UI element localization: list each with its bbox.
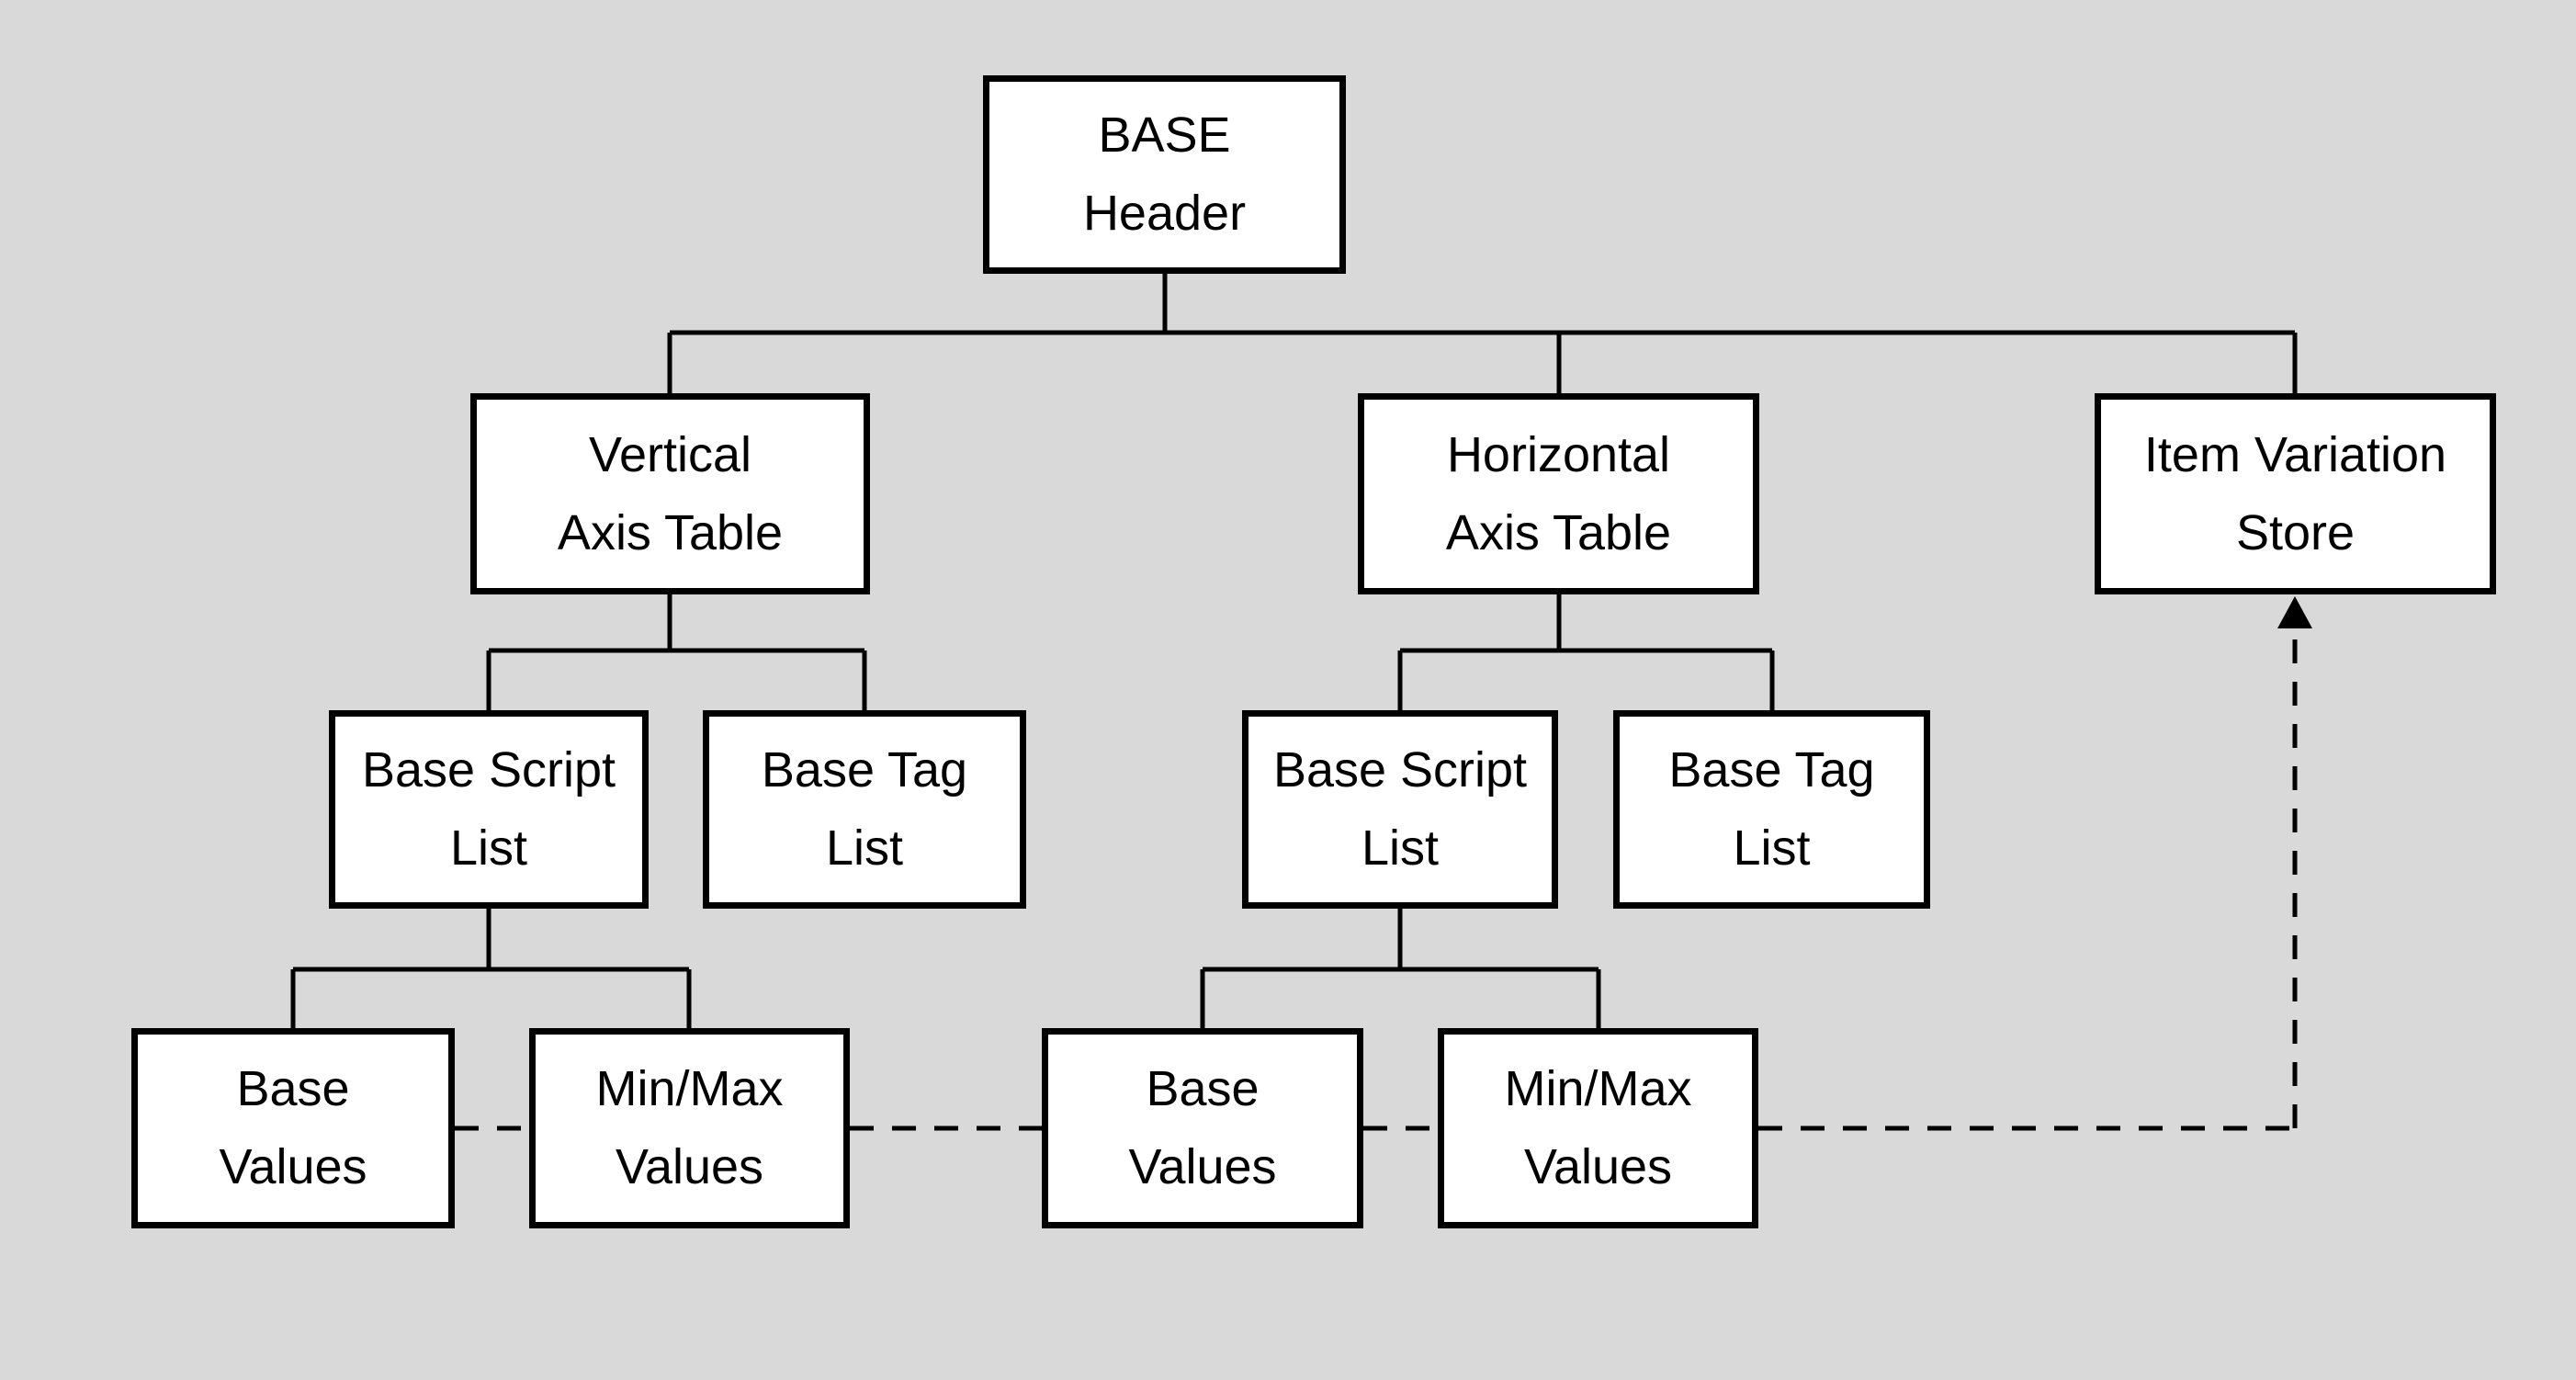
node-base-values-vertical: Base Values — [131, 1028, 455, 1228]
arrowhead-up-icon — [2277, 596, 2312, 628]
node-label-line: Item Variation — [2143, 426, 2447, 482]
node-minmax-values-vertical: Min/Max Values — [529, 1028, 850, 1228]
node-label-line: List — [1733, 820, 1811, 876]
node-minmax-values-horizontal: Min/Max Values — [1438, 1028, 1758, 1228]
node-base-script-list-vertical: Base Script List — [329, 710, 649, 909]
node-label-line: Axis Table — [557, 504, 784, 560]
node-label-line: Min/Max — [595, 1061, 784, 1116]
node-vertical-axis-table: Vertical Axis Table — [470, 393, 870, 594]
node-label-line: Axis Table — [1445, 504, 1672, 560]
node-label-line: Base — [1146, 1061, 1260, 1116]
node-label-line: Header — [1082, 186, 1247, 241]
node-base-tag-list-vertical: Base Tag List — [703, 710, 1026, 909]
node-base-header: BASE Header — [983, 75, 1346, 274]
node-label-line: Vertical — [588, 426, 752, 482]
node-label-line: Min/Max — [1504, 1061, 1692, 1116]
node-label-line: Store — [2235, 504, 2356, 560]
item-variation-reference-connector — [455, 634, 2298, 1131]
node-label-line: Horizontal — [1446, 426, 1671, 482]
node-label-line: Values — [219, 1139, 367, 1194]
node-label-line: Base — [236, 1061, 350, 1116]
node-label-line: Base Script — [1272, 742, 1528, 797]
node-label-line: Base Tag — [1668, 742, 1875, 797]
node-label-line: Base Tag — [761, 742, 968, 797]
node-base-values-horizontal: Base Values — [1042, 1028, 1363, 1228]
node-horizontal-axis-table: Horizontal Axis Table — [1358, 393, 1759, 594]
node-label-line: Values — [1128, 1139, 1277, 1194]
node-base-tag-list-horizontal: Base Tag List — [1613, 710, 1930, 909]
node-item-variation-store: Item Variation Store — [2095, 393, 2496, 594]
node-label-line: List — [825, 820, 904, 876]
hierarchy-connectors — [290, 274, 2298, 1028]
node-label-line: List — [1361, 820, 1440, 876]
node-label-line: BASE — [1098, 107, 1231, 163]
node-label-line: Values — [1523, 1139, 1673, 1194]
node-label-line: Base Script — [361, 742, 616, 797]
node-label-line: Values — [615, 1139, 764, 1194]
node-base-script-list-horizontal: Base Script List — [1242, 710, 1558, 909]
node-label-line: List — [449, 820, 528, 876]
